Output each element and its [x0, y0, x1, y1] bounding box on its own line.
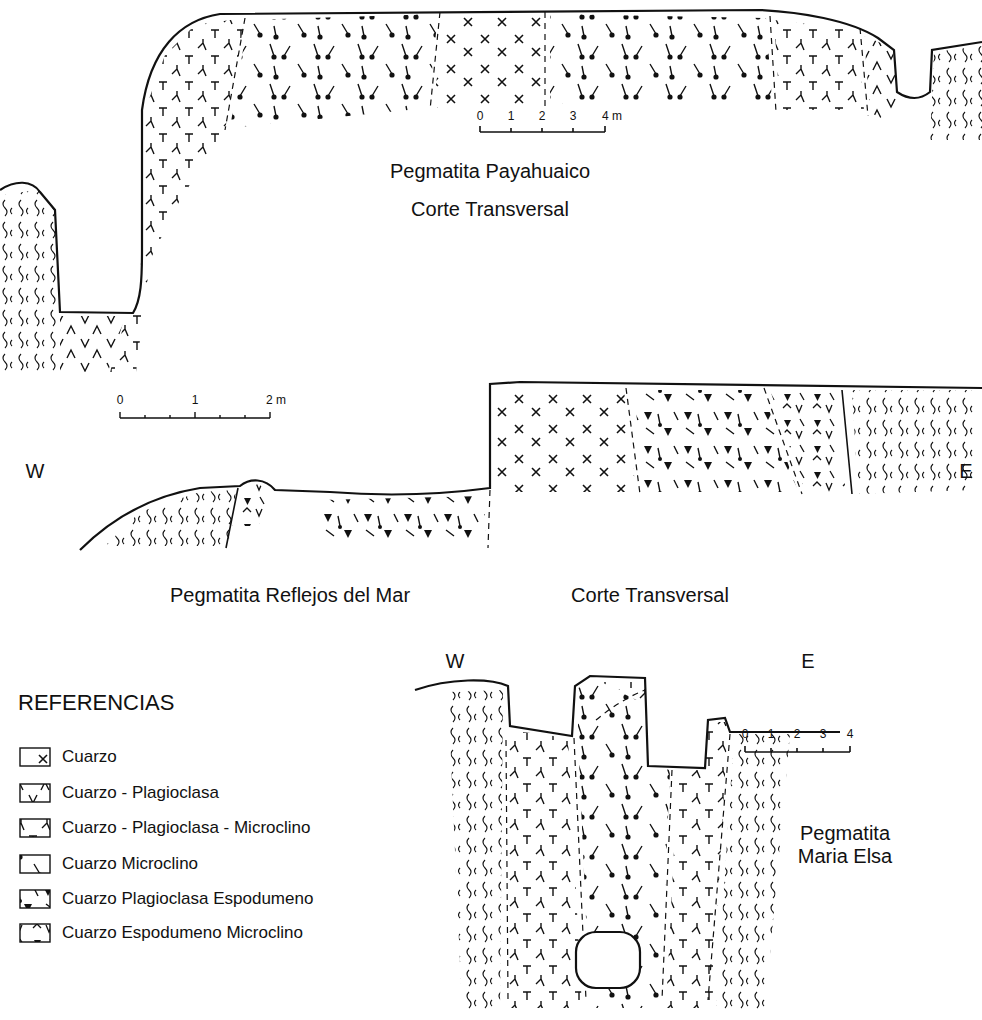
- section-title: Pegmatita Maria Elsa: [780, 822, 910, 868]
- scale-number: 4: [847, 728, 854, 742]
- orientation-label: E: [801, 650, 814, 673]
- scale-number: 3: [570, 110, 577, 124]
- scale-number: 1: [508, 110, 515, 124]
- legend-text: Cuarzo Microclino: [62, 854, 198, 874]
- scale-number: 0: [477, 110, 484, 124]
- section-title: Pegmatita Payahuaico: [390, 160, 590, 183]
- scale-number: 3: [820, 728, 827, 742]
- scale-number: 4 m: [602, 110, 622, 124]
- payahuaico-section: [0, 10, 982, 372]
- scale-number: 0: [117, 394, 124, 408]
- legend-text: Cuarzo - Plagioclasa: [62, 783, 219, 803]
- scale-number: 1: [192, 394, 199, 408]
- reflejos-section: [80, 382, 982, 550]
- scale-number: 2: [539, 110, 546, 124]
- legend-swatches: [20, 748, 50, 942]
- section-subtitle: Corte Transversal: [411, 198, 569, 221]
- orientation-label: W: [446, 650, 465, 673]
- orientation-label: E: [959, 460, 972, 483]
- maria-elsa-section: [415, 676, 850, 1010]
- scale-number: 2: [794, 728, 801, 742]
- section-title: Pegmatita Reflejos del Mar: [170, 584, 410, 607]
- scale-number: 1: [768, 728, 775, 742]
- legend-heading: REFERENCIAS: [18, 690, 174, 715]
- legend-text: Cuarzo Plagioclasa Espodumeno: [62, 889, 313, 909]
- legend-text: Cuarzo - Plagioclasa - Microclino: [62, 818, 310, 838]
- scale-number: 0: [742, 728, 749, 742]
- orientation-label: W: [26, 460, 45, 483]
- section-subtitle: Corte Transversal: [571, 584, 729, 607]
- legend-text: Cuarzo: [62, 747, 117, 767]
- legend-text: Cuarzo Espodumeno Microclino: [62, 923, 303, 943]
- scale-number: 2 m: [266, 394, 286, 408]
